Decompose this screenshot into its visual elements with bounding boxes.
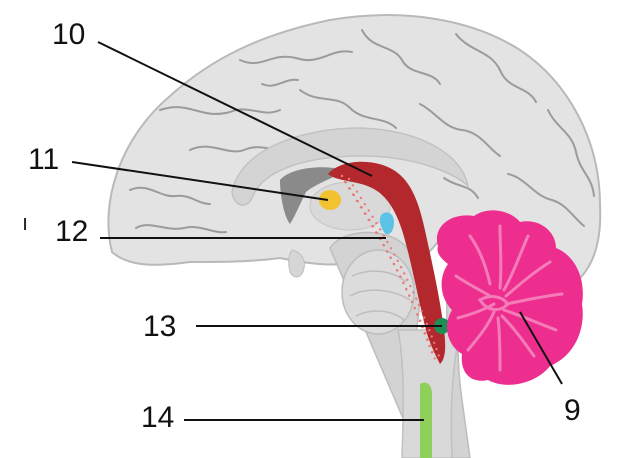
texture-dot bbox=[353, 194, 355, 196]
label-10: 10 bbox=[52, 20, 85, 50]
texture-dot bbox=[420, 310, 422, 312]
texture-dot bbox=[403, 272, 405, 274]
label-14: 14 bbox=[141, 403, 174, 433]
texture-dot bbox=[431, 351, 433, 353]
texture-dot bbox=[396, 269, 398, 271]
texture-dot bbox=[390, 257, 392, 259]
texture-dot bbox=[402, 282, 404, 284]
label-11: 11 bbox=[28, 145, 59, 175]
texture-dot bbox=[434, 357, 436, 359]
texture-dot bbox=[428, 345, 430, 347]
texture-dot bbox=[386, 250, 388, 252]
texture-dot bbox=[438, 354, 440, 356]
label-9: 9 bbox=[564, 396, 581, 426]
texture-dot bbox=[368, 209, 370, 211]
texture-dot bbox=[349, 187, 351, 189]
texture-dot bbox=[393, 253, 395, 255]
texture-dot bbox=[418, 304, 420, 306]
texture-dot bbox=[361, 206, 363, 208]
texture-dot bbox=[375, 222, 377, 224]
texture-dot bbox=[409, 285, 411, 287]
texture-dot bbox=[357, 200, 359, 202]
texture-dot bbox=[390, 247, 392, 249]
texture-dot bbox=[383, 235, 385, 237]
label-12: 12 bbox=[55, 217, 88, 247]
texture-dot bbox=[356, 190, 358, 192]
texture-dot bbox=[426, 323, 428, 325]
texture-dot bbox=[426, 339, 428, 341]
texture-dot bbox=[376, 232, 378, 234]
label-13: 13 bbox=[143, 312, 176, 342]
texture-dot bbox=[413, 307, 415, 309]
texture-dot bbox=[364, 213, 366, 215]
texture-dot bbox=[416, 313, 418, 315]
stray-mark: ı bbox=[22, 212, 28, 234]
texture-dot bbox=[433, 342, 435, 344]
texture-dot bbox=[411, 301, 413, 303]
texture-dot bbox=[364, 203, 366, 205]
texture-dot bbox=[424, 332, 426, 334]
texture-dot bbox=[341, 175, 343, 177]
texture-dot bbox=[399, 276, 401, 278]
texture-dot bbox=[372, 225, 374, 227]
texture-dot bbox=[428, 329, 430, 331]
texture-dot bbox=[435, 348, 437, 350]
texture-dot bbox=[406, 279, 408, 281]
texture-dot bbox=[412, 291, 414, 293]
texture-dot bbox=[397, 260, 399, 262]
texture-dot bbox=[431, 335, 433, 337]
texture-dot bbox=[408, 295, 410, 297]
texture-dot bbox=[415, 298, 417, 300]
texture-dot bbox=[371, 216, 373, 218]
texture-dot bbox=[386, 241, 388, 243]
texture-dot bbox=[383, 244, 385, 246]
texture-dot bbox=[348, 178, 350, 180]
texture-dot bbox=[393, 263, 395, 265]
texture-dot bbox=[423, 316, 425, 318]
texture-dot bbox=[368, 219, 370, 221]
texture-dot bbox=[352, 184, 354, 186]
pons bbox=[342, 250, 414, 334]
texture-dot bbox=[379, 228, 381, 230]
texture-dot bbox=[400, 266, 402, 268]
texture-dot bbox=[419, 320, 421, 322]
texture-dot bbox=[345, 181, 347, 183]
texture-dot bbox=[405, 288, 407, 290]
texture-dot bbox=[360, 197, 362, 199]
